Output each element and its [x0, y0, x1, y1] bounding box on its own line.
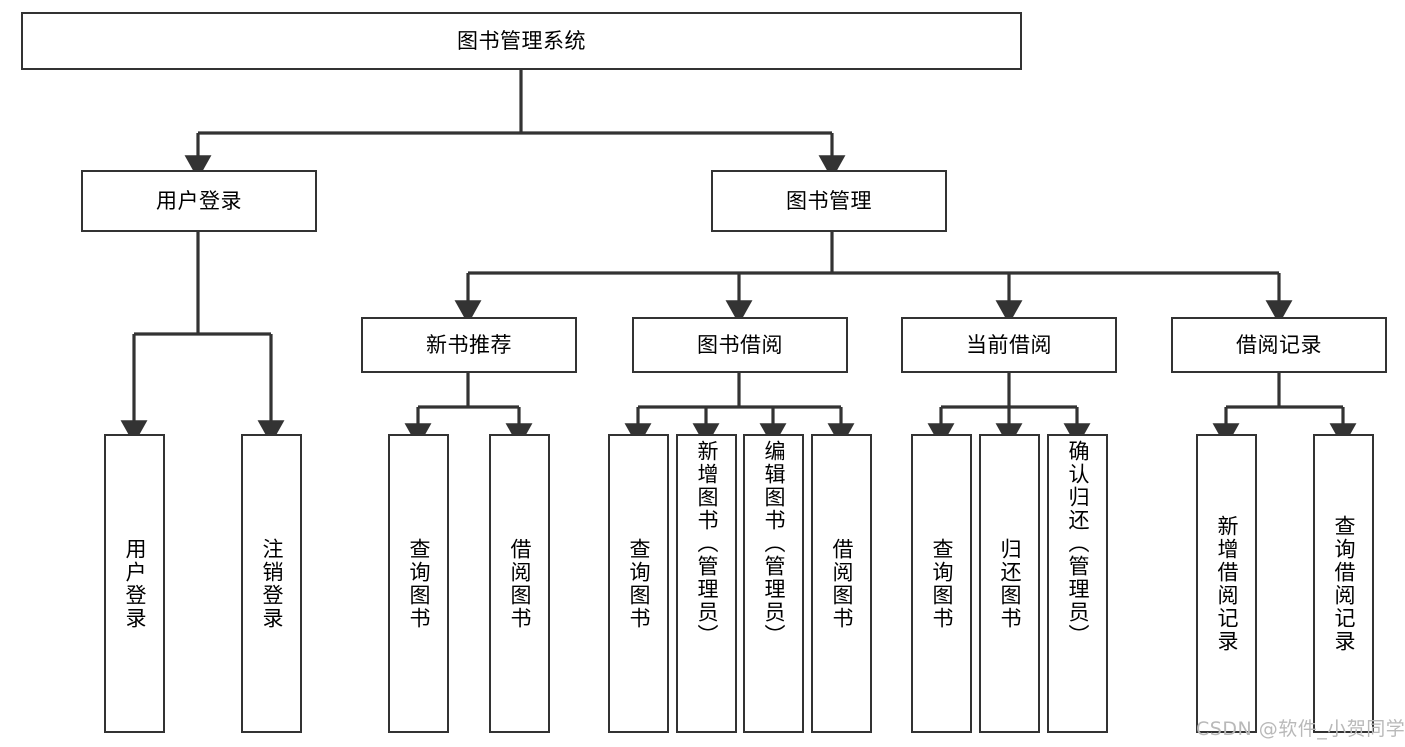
- node-label: 图书管理: [786, 188, 872, 213]
- node-label: 归还图书: [998, 537, 1022, 630]
- node-label: 图书管理系统: [457, 28, 586, 53]
- node-label: 借阅图书: [830, 537, 854, 630]
- leaf-user-login-login[interactable]: 用户登录: [104, 434, 165, 733]
- leaf-user-login-logout[interactable]: 注销登录: [241, 434, 302, 733]
- node-label: 编辑图书（管理员）: [762, 440, 786, 647]
- leaf-current-borrow-confirm-return[interactable]: 确认归还（管理员）: [1047, 434, 1108, 733]
- node-new-book-recommend[interactable]: 新书推荐: [361, 317, 577, 373]
- leaf-new-book-borrow[interactable]: 借阅图书: [489, 434, 550, 733]
- leaf-book-borrow-add[interactable]: 新增图书（管理员）: [676, 434, 737, 733]
- leaf-borrow-record-add[interactable]: 新增借阅记录: [1196, 434, 1257, 733]
- node-label: 注销登录: [260, 537, 284, 630]
- leaf-book-borrow-borrow[interactable]: 借阅图书: [811, 434, 872, 733]
- node-label: 当前借阅: [966, 332, 1052, 357]
- node-label: 新增图书（管理员）: [695, 440, 719, 647]
- node-label: 借阅图书: [508, 537, 532, 630]
- leaf-new-book-query[interactable]: 查询图书: [388, 434, 449, 733]
- node-label: 用户登录: [156, 188, 242, 213]
- node-book-borrow[interactable]: 图书借阅: [632, 317, 848, 373]
- node-root-book-management-system[interactable]: 图书管理系统: [21, 12, 1022, 70]
- node-label: 查询借阅记录: [1332, 514, 1356, 653]
- leaf-book-borrow-edit[interactable]: 编辑图书（管理员）: [743, 434, 804, 733]
- node-label: 借阅记录: [1236, 332, 1322, 357]
- node-label: 新增借阅记录: [1215, 514, 1239, 653]
- node-label: 查询图书: [407, 537, 431, 630]
- node-label: 新书推荐: [426, 332, 512, 357]
- node-label: 查询图书: [627, 537, 651, 630]
- leaf-current-borrow-return[interactable]: 归还图书: [979, 434, 1040, 733]
- leaf-borrow-record-query[interactable]: 查询借阅记录: [1313, 434, 1374, 733]
- leaf-current-borrow-query[interactable]: 查询图书: [911, 434, 972, 733]
- node-label: 图书借阅: [697, 332, 783, 357]
- node-current-borrow[interactable]: 当前借阅: [901, 317, 1117, 373]
- node-label: 确认归还（管理员）: [1066, 440, 1090, 647]
- node-user-login[interactable]: 用户登录: [81, 170, 317, 232]
- node-label: 用户登录: [123, 537, 147, 630]
- node-borrow-record[interactable]: 借阅记录: [1171, 317, 1387, 373]
- node-book-management[interactable]: 图书管理: [711, 170, 947, 232]
- leaf-book-borrow-query[interactable]: 查询图书: [608, 434, 669, 733]
- node-label: 查询图书: [930, 537, 954, 630]
